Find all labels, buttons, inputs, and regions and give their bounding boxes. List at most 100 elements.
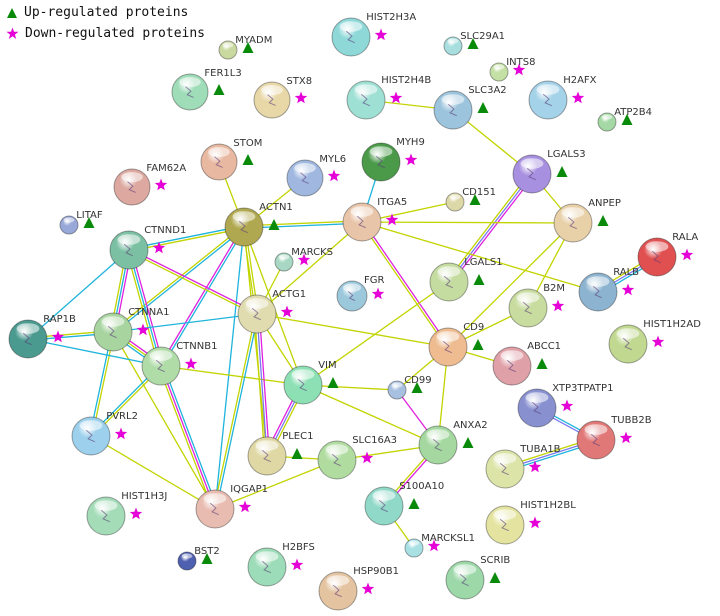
node-myl6[interactable]: MYL6 — [286, 154, 346, 197]
structure-icon — [360, 93, 370, 107]
node-actn1[interactable]: ACTN1 — [224, 202, 293, 247]
node-cd9[interactable]: CD9 — [428, 322, 484, 367]
node-label: ATP2B4 — [614, 107, 652, 118]
node-hist2h4b[interactable]: HIST2H4B — [346, 75, 431, 120]
node-fam62a[interactable]: FAM62A — [113, 163, 186, 206]
node-stom[interactable]: STOM — [200, 138, 262, 181]
node-hist1h2bl[interactable]: HIST1H2BL — [485, 500, 576, 545]
edge-line — [158, 366, 214, 511]
node-marcks[interactable]: MARCKS — [274, 247, 333, 272]
structure-icon — [378, 499, 388, 513]
edge-line — [128, 225, 244, 250]
node-litaf[interactable]: LITAF — [59, 210, 103, 235]
node-b2m[interactable]: B2M — [508, 283, 565, 328]
structure-icon — [531, 401, 541, 415]
node-marcksl1[interactable]: MARCKSL1 — [404, 533, 475, 558]
node-xtp3tpatp1[interactable]: XTP3TPATP1 — [517, 383, 613, 428]
node-hist1h3j[interactable]: HIST1H3J — [86, 491, 167, 536]
node-atp2b4[interactable]: ATP2B4 — [597, 107, 652, 132]
node-tubb2b[interactable]: TUBB2B — [576, 415, 652, 460]
node-lgals3[interactable]: LGALS3 — [512, 149, 586, 194]
node-ints8[interactable]: INTS8 — [489, 57, 535, 82]
edge-line — [361, 221, 599, 293]
structure-icon — [345, 30, 355, 44]
star-icon — [619, 431, 633, 444]
node-ralb[interactable]: RALB — [578, 267, 639, 312]
node-myadm[interactable]: MYADM — [218, 35, 272, 60]
node-rala[interactable]: RALA — [637, 232, 698, 277]
node-hsp90b1[interactable]: HSP90B1 — [318, 566, 399, 611]
star-icon — [129, 507, 143, 520]
sphere-highlight — [500, 350, 524, 361]
node-abcc1[interactable]: ABCC1 — [492, 341, 561, 386]
node-cd99[interactable]: CD99 — [387, 375, 432, 400]
triangle-icon — [472, 339, 484, 350]
node-pvrl2[interactable]: PVRL2 — [71, 411, 138, 456]
triangle-icon — [7, 7, 17, 18]
node-vim[interactable]: VIM — [283, 360, 339, 405]
node-myh9[interactable]: MYH9 — [361, 137, 425, 182]
edge-line — [214, 459, 338, 510]
node-scrib[interactable]: SCRIB — [445, 555, 510, 600]
node-fgr[interactable]: FGR — [336, 275, 385, 312]
node-hist1h2ad[interactable]: HIST1H2AD — [608, 319, 701, 364]
node-slc16a3[interactable]: SLC16A3 — [317, 435, 397, 480]
triangle-icon — [473, 274, 485, 285]
node-rap1b[interactable]: RAP1B — [8, 314, 76, 359]
node-fer1l3[interactable]: FER1L3 — [171, 68, 242, 111]
node-hist2h3a[interactable]: HIST2H3A — [331, 12, 416, 57]
node-anxa2[interactable]: ANXA2 — [418, 420, 488, 465]
structure-icon — [622, 337, 632, 351]
sphere-highlight — [453, 564, 477, 575]
node-label: FGR — [364, 275, 385, 286]
node-iqgap1[interactable]: IQGAP1 — [195, 484, 268, 529]
node-cd151[interactable]: CD151 — [445, 187, 496, 212]
node-actg1[interactable]: ACTG1 — [237, 289, 306, 334]
edge-actg1-iqgap1 — [213, 313, 259, 510]
node-label: SCRIB — [480, 555, 510, 566]
triangle-icon — [469, 194, 481, 205]
node-label: ABCC1 — [527, 341, 561, 352]
node-plec1[interactable]: PLEC1 — [247, 431, 313, 476]
star-icon — [290, 558, 304, 571]
node-slc29a1[interactable]: SLC29A1 — [443, 31, 505, 56]
node-label: VIM — [318, 360, 336, 371]
sphere-highlight — [294, 163, 316, 174]
edge-line — [256, 313, 268, 457]
node-ctnnd1[interactable]: CTNND1 — [109, 225, 186, 270]
node-stx8[interactable]: STX8 — [253, 76, 312, 119]
node-anpep[interactable]: ANPEP — [553, 198, 621, 243]
sphere-highlight — [278, 254, 290, 260]
edge-lgals3-lgals1 — [446, 172, 535, 284]
sphere-highlight — [222, 42, 234, 48]
edge-line — [215, 314, 259, 510]
star-icon — [651, 335, 665, 348]
node-itga5[interactable]: ITGA5 — [342, 197, 407, 242]
star-icon — [680, 248, 694, 261]
node-ctnnb1[interactable]: CTNNB1 — [141, 341, 217, 386]
edge-ctnna1-actg1 — [112, 313, 258, 333]
node-s100a10[interactable]: S100A10 — [364, 481, 444, 526]
node-label: LGALS3 — [547, 149, 585, 160]
node-ctnna1[interactable]: CTNNA1 — [93, 307, 169, 352]
sphere-highlight — [616, 328, 640, 339]
node-h2afx[interactable]: H2AFX — [528, 75, 597, 120]
edge-cd9-actg1 — [256, 313, 449, 348]
node-slc3a2[interactable]: SLC3A2 — [433, 85, 507, 130]
node-lgals1[interactable]: LGALS1 — [429, 257, 503, 302]
sphere-highlight — [325, 444, 349, 455]
edge-line — [243, 226, 268, 457]
node-tuba1b[interactable]: TUBA1B — [485, 444, 561, 489]
node-h2bfs[interactable]: H2BFS — [247, 542, 315, 587]
edge-line — [258, 313, 271, 456]
node-label: HIST1H2AD — [643, 319, 701, 330]
sphere-highlight — [121, 172, 143, 183]
node-bst2[interactable]: BST2 — [177, 546, 220, 571]
node-label: ACTN1 — [259, 202, 293, 213]
edge-line — [214, 226, 245, 510]
node-label: RALB — [613, 267, 639, 278]
node-label: SLC16A3 — [352, 435, 397, 446]
star-icon — [389, 91, 403, 104]
legend-up: Up-regulated proteins — [6, 2, 205, 23]
node-label: HIST2H3A — [366, 12, 416, 23]
